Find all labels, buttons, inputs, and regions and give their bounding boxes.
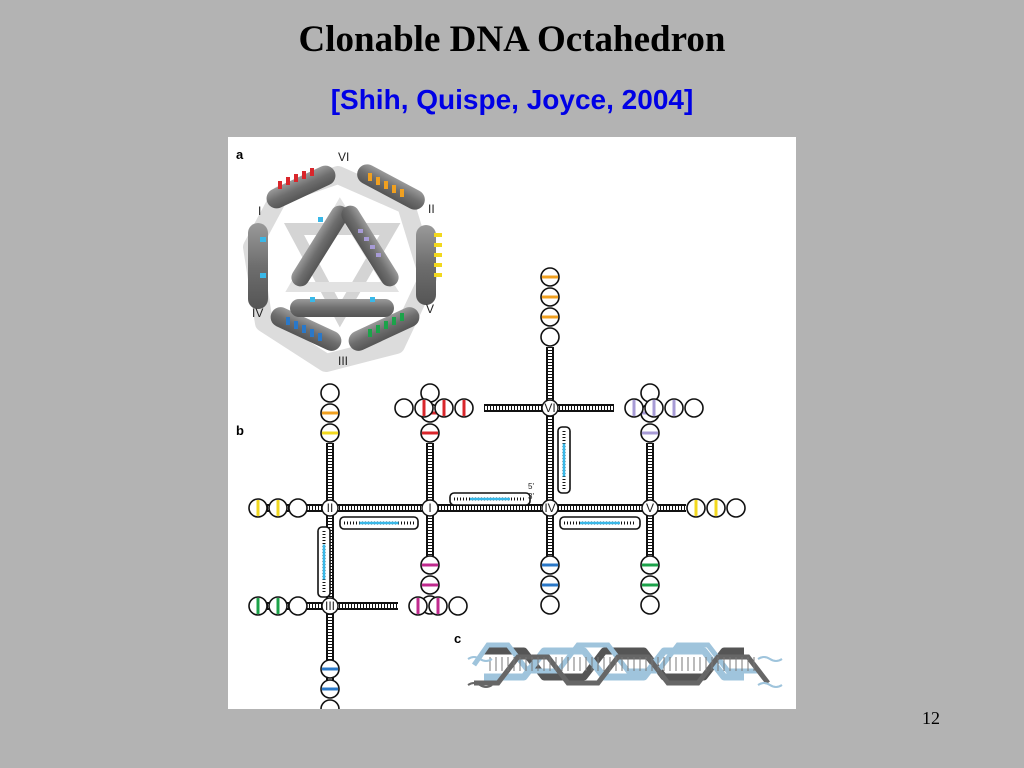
kissing-loop [640, 595, 660, 615]
crossover-end-wave [467, 656, 493, 662]
kissing-loop [540, 595, 560, 615]
junction-label-iii: III [325, 599, 335, 613]
kissing-loop [320, 699, 340, 709]
vertex-label-iii: III [338, 354, 348, 368]
crossover-strand-blue-outer [471, 642, 758, 674]
slide-subtitle: [Shih, Quispe, Joyce, 2004] [330, 84, 694, 115]
octahedron-colored-bases [260, 168, 442, 341]
strut-vi-ii [357, 164, 425, 210]
junction-label-ii: II [327, 501, 334, 515]
kissing-loop [320, 383, 340, 403]
kissing-loop [540, 327, 560, 347]
kissing-loop [288, 498, 308, 518]
junction-label-v: V [646, 501, 654, 515]
junction-vertex [541, 499, 559, 517]
panel-a-octahedron: a [236, 147, 442, 372]
kissing-loops [248, 267, 746, 709]
junction-label-iv: IV [544, 501, 555, 515]
kissing-loop [448, 596, 468, 616]
kissing-loop [726, 498, 746, 518]
strut-ii-v [416, 225, 436, 305]
dna-octahedron-figure: a [236, 147, 783, 709]
panel-c-crossover: c [454, 631, 783, 688]
panel-label-b: b [236, 423, 244, 438]
junction-vertex [641, 499, 659, 517]
strut-vi-i [266, 165, 336, 209]
junction-label-vi: VI [544, 401, 555, 415]
page-number: 12 [922, 708, 940, 728]
junction-vertex [321, 597, 339, 615]
panel-label-a: a [236, 147, 244, 162]
junction-vertex [541, 399, 559, 417]
vertex-label-vi: VI [338, 150, 349, 164]
octahedron-struts [248, 164, 436, 351]
crossover-end-wave [467, 682, 493, 688]
crossover-end-wave [757, 682, 783, 688]
crossover-bars [317, 426, 641, 598]
figure-panel: a [228, 137, 796, 709]
strut-inner-bottom [290, 299, 394, 317]
vertex-label-v: V [426, 302, 434, 316]
junction-vertex [421, 499, 439, 517]
five-prime-label: 5' [528, 482, 534, 491]
strut-inner-left [291, 205, 349, 287]
vertex-label-iv: IV [252, 306, 263, 320]
panel-label-c: c [454, 631, 461, 646]
slide-title: Clonable DNA Octahedron [298, 19, 726, 60]
kissing-loop [394, 398, 414, 418]
three-prime-label: 3' [528, 492, 534, 501]
junction-vertex [321, 499, 339, 517]
vertex-label-i: I [258, 204, 261, 218]
junction-label-i: I [428, 501, 431, 515]
crossover-end-wave [757, 656, 783, 662]
strut-i-iv [248, 223, 268, 309]
kissing-loop [684, 398, 704, 418]
vertex-label-ii: II [428, 202, 435, 216]
kissing-loop [288, 596, 308, 616]
crossover-strands [467, 642, 783, 688]
